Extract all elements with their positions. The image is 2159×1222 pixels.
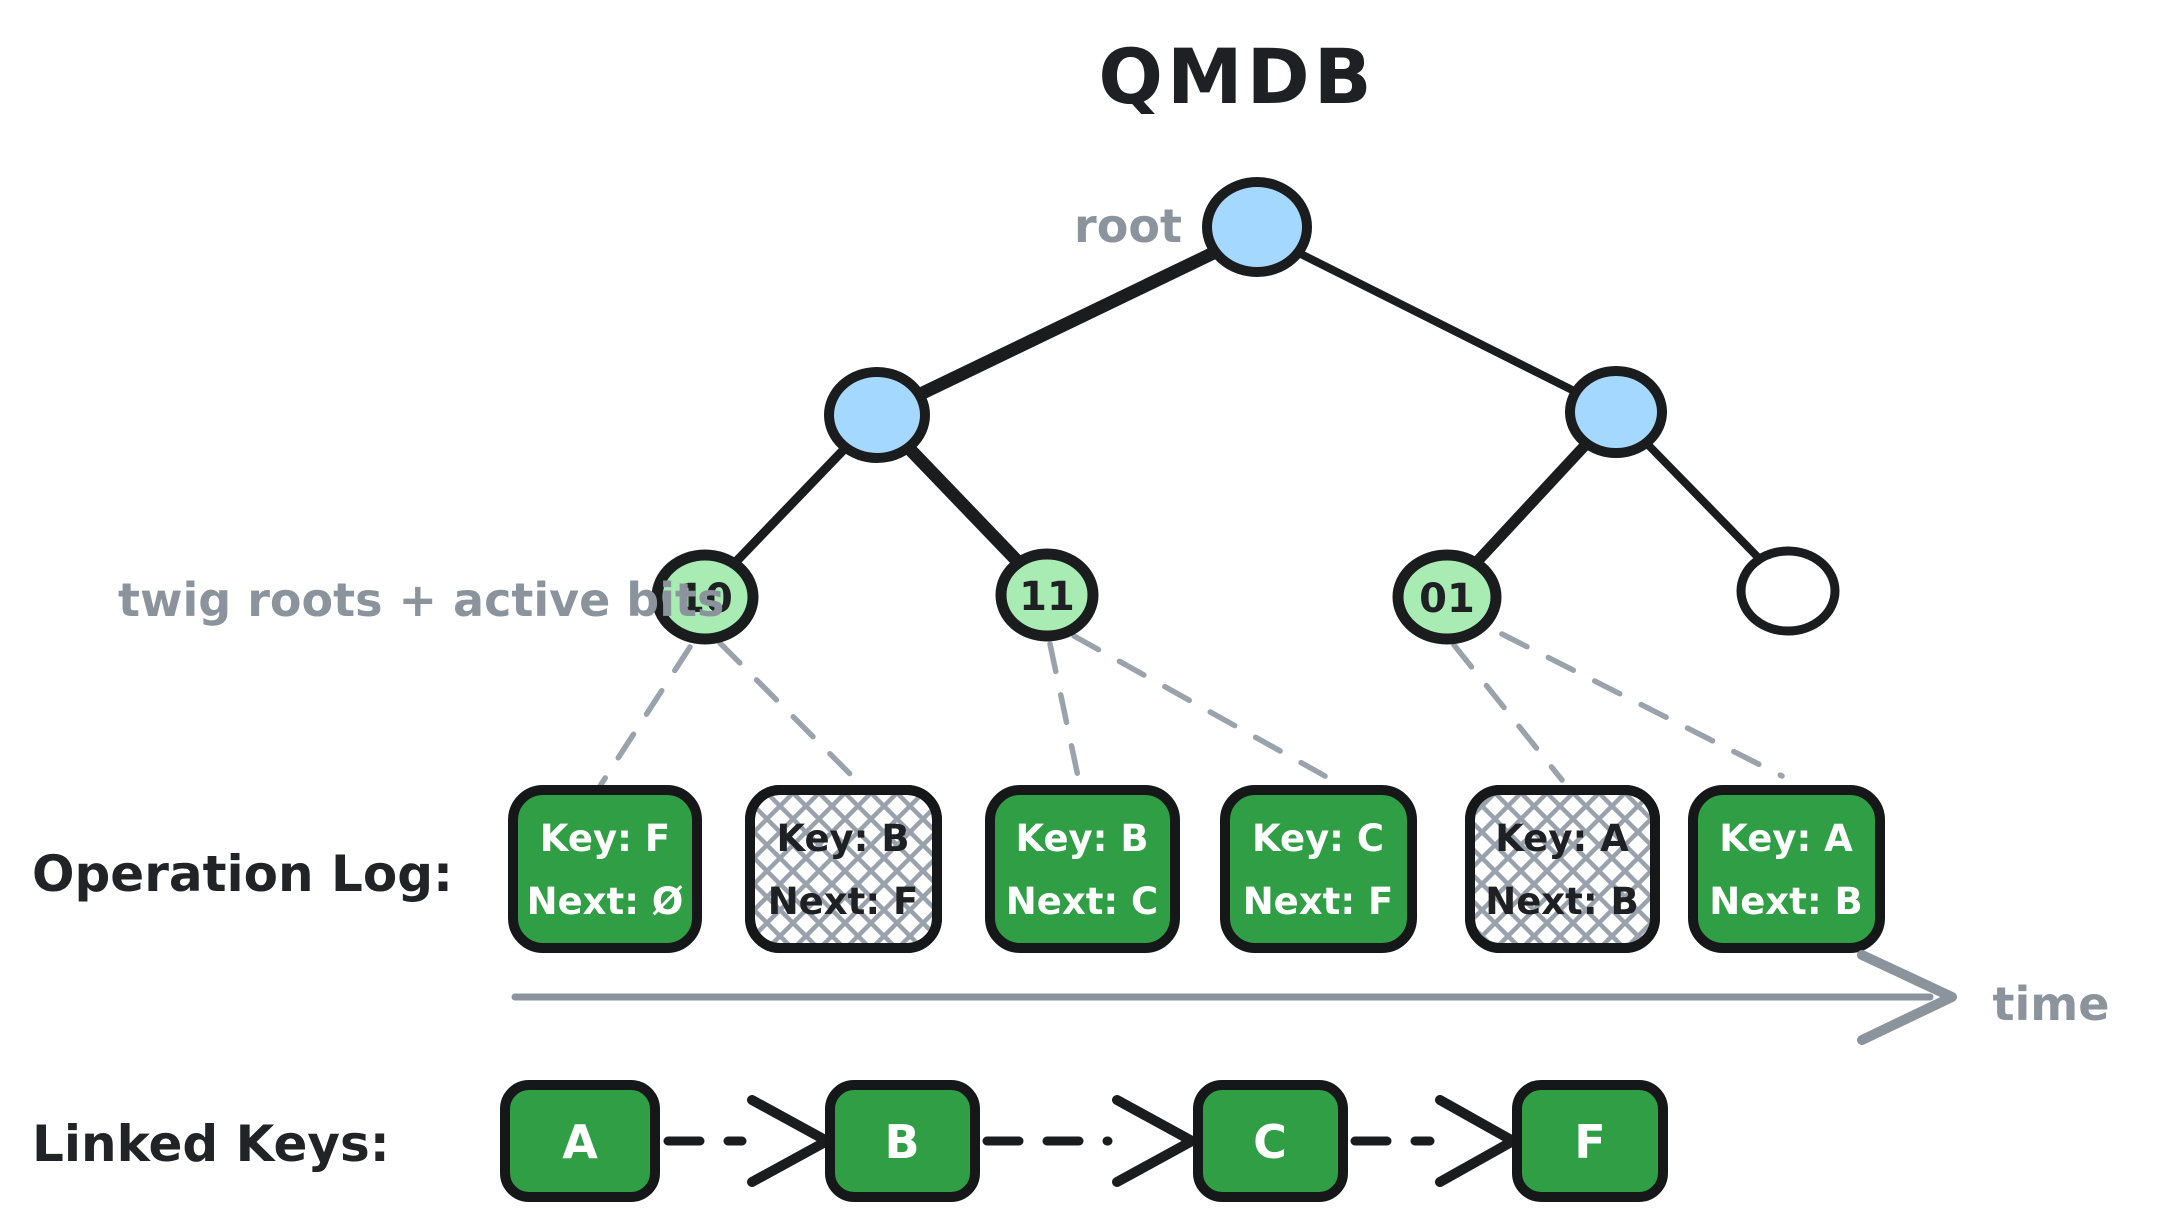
twig-node-01-label: 01	[1419, 576, 1475, 622]
op-log-entry-4: Key: C Next: F	[1220, 785, 1417, 953]
twig-node-empty-circle	[1736, 546, 1840, 636]
linked-arrow-B-C-head	[1112, 1095, 1197, 1187]
op-entry-4-key: Key: C	[1252, 817, 1384, 860]
twig-node-empty	[1736, 546, 1840, 636]
op-entry-5-hatch	[1470, 790, 1655, 948]
op-entry-3-box	[985, 785, 1180, 953]
linked-key-C-letter: C	[1253, 1115, 1287, 1169]
linked-arrow-A-B	[663, 1095, 832, 1187]
connector-11-to-entry4	[1071, 633, 1328, 779]
twig-node-01-circle	[1392, 549, 1502, 645]
linked-key-F-box	[1512, 1080, 1668, 1202]
op-entry-5-next: Next: B	[1485, 880, 1639, 923]
page-title: QMDB	[1098, 32, 1375, 121]
linked-keys-label: Linked Keys:	[32, 1115, 390, 1173]
linked-arrow-B-C	[982, 1095, 1197, 1187]
connector-01-to-entry6	[1499, 631, 1785, 779]
op-entry-4-next: Next: F	[1243, 880, 1394, 923]
op-entry-2-key: Key: B	[776, 817, 909, 860]
twig-node-11: 11	[995, 548, 1099, 642]
op-entry-2-hatch	[750, 790, 937, 948]
linked-key-F: F	[1512, 1080, 1668, 1202]
op-log-entry-3: Key: B Next: C	[985, 785, 1180, 953]
op-entry-3-key: Key: B	[1015, 817, 1148, 860]
internal-node-right	[1565, 366, 1667, 458]
twig-node-11-label: 11	[1019, 574, 1075, 620]
twig-roots-label: twig roots + active bits	[118, 573, 724, 627]
linked-key-F-letter: F	[1574, 1115, 1605, 1169]
linked-arrow-C-F	[1350, 1095, 1518, 1187]
op-entry-1-box	[508, 785, 702, 953]
op-log-entry-5: Key: A Next: B	[1465, 785, 1660, 953]
connector-01-to-entry5	[1451, 642, 1565, 783]
op-log-entry-6: Key: A Next: B	[1688, 785, 1885, 953]
linked-arrow-A-B-head	[747, 1095, 832, 1187]
op-entry-2-next: Next: F	[768, 880, 919, 923]
time-label: time	[1993, 977, 2110, 1031]
op-entry-4-box	[1220, 785, 1417, 953]
linked-key-B: B	[825, 1080, 980, 1202]
twig-to-log-connectors	[597, 631, 1785, 789]
op-entry-6-key: Key: A	[1719, 817, 1853, 860]
op-entry-6-next: Next: B	[1709, 880, 1863, 923]
linked-key-A-letter: A	[562, 1115, 598, 1169]
linked-key-B-letter: B	[884, 1115, 919, 1169]
linked-key-B-box	[825, 1080, 980, 1202]
tree-edge-root-right	[1253, 228, 1620, 416]
twig-node-10-label: 10	[677, 576, 733, 622]
op-entry-2-border	[745, 785, 942, 953]
twig-node-10-circle	[651, 549, 759, 645]
time-arrow-head	[1857, 950, 1957, 1045]
connector-11-to-entry3	[1047, 641, 1083, 789]
connector-10-to-entry2	[717, 640, 861, 785]
internal-node-left	[824, 367, 930, 463]
linked-key-C: C	[1193, 1080, 1348, 1202]
op-entry-1-next: Next: Ø	[527, 880, 684, 923]
twig-node-10: 10	[651, 549, 759, 645]
op-log-entry-2: Key: B Next: F	[745, 785, 942, 953]
root-label: root	[1074, 199, 1182, 253]
linked-arrow-C-F-head	[1435, 1095, 1518, 1187]
time-arrow	[511, 950, 1957, 1045]
op-entry-5-border	[1465, 785, 1660, 953]
operation-log-label: Operation Log:	[32, 845, 453, 903]
op-entry-1-key: Key: F	[540, 817, 670, 860]
root-node	[1202, 177, 1312, 277]
twig-node-01: 01	[1392, 549, 1502, 645]
tree-edge-root-left	[870, 225, 1264, 422]
op-entry-5-key: Key: A	[1495, 817, 1629, 860]
twig-node-11-circle	[995, 548, 1099, 642]
connector-10-to-entry1	[597, 644, 693, 789]
op-log-entry-1: Key: F Next: Ø	[508, 785, 702, 953]
op-entry-6-box	[1688, 785, 1885, 953]
linked-key-A: A	[500, 1080, 660, 1202]
linked-key-A-box	[500, 1080, 660, 1202]
op-entry-3-next: Next: C	[1006, 880, 1158, 923]
linked-key-C-box	[1193, 1080, 1348, 1202]
